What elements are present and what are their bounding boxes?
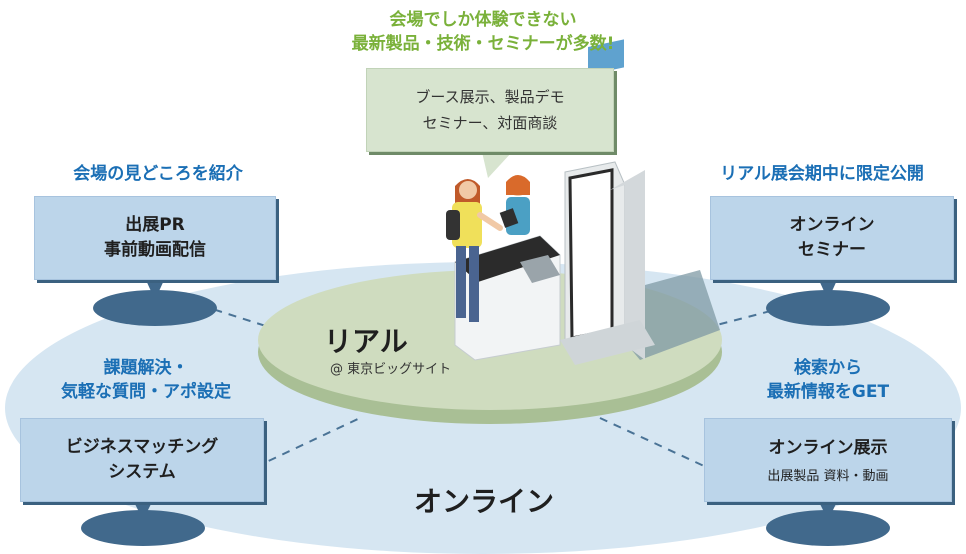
left-bottom-box-line-2: システム	[108, 462, 176, 482]
location-pins	[81, 278, 890, 546]
top-box-line-1: ブース展示、製品デモ	[415, 88, 565, 106]
right-top-box: オンライン セミナー	[710, 196, 954, 280]
top-callout-tail	[482, 152, 512, 178]
staff-figure	[499, 175, 530, 235]
right-bottom-box: オンライン展示 出展製品 資料・動画	[704, 418, 952, 502]
top-heading-line-2: 最新製品・技術・セミナーが多数!	[351, 34, 615, 54]
right-bottom-box-sub: 出展製品 資料・動画	[767, 469, 889, 484]
left-bottom-box-line-1: ビジネスマッチング	[65, 437, 219, 457]
left-top-box-line-2: 事前動画配信	[104, 240, 206, 260]
right-bottom-heading-line-1: 検索から	[794, 358, 862, 378]
top-box-line-2: セミナー、対面商談	[422, 114, 558, 132]
right-top-heading: リアル展会期中に限定公開	[720, 164, 924, 184]
left-bottom-heading: 課題解決・ 気軽な質問・アポ設定	[18, 356, 274, 404]
right-bottom-heading: 検索から 最新情報をGET	[706, 356, 950, 404]
visitor-figure	[446, 179, 503, 322]
left-top-heading: 会場の見どころを紹介	[73, 164, 243, 184]
left-bottom-heading-line-2: 気軽な質問・アポ設定	[61, 382, 231, 402]
dashed-connectors	[199, 304, 791, 481]
right-top-box-line-1: オンライン	[789, 215, 875, 235]
right-bottom-box-title: オンライン展示	[768, 438, 888, 458]
reception-counter	[454, 235, 561, 361]
right-top-box-line-2: セミナー	[798, 240, 866, 260]
right-bottom-heading-line-2: 最新情報をGET	[766, 382, 890, 402]
left-top-box-line-1: 出展PR	[125, 215, 185, 235]
real-subtitle: @ 東京ビッグサイト	[330, 362, 452, 377]
left-top-box: 出展PR 事前動画配信	[34, 196, 276, 280]
left-bottom-heading-line-1: 課題解決・	[103, 358, 189, 378]
top-callout-heading: 会場でしか体験できない 最新製品・技術・セミナーが多数!	[283, 8, 683, 56]
online-title: オンライン	[414, 485, 555, 518]
real-title: リアル	[324, 325, 408, 358]
booth-display	[560, 39, 655, 365]
top-callout-box: ブース展示、製品デモ セミナー、対面商談	[366, 68, 614, 152]
top-heading-line-1: 会場でしか体験できない	[389, 10, 577, 30]
left-bottom-box: ビジネスマッチング システム	[20, 418, 264, 502]
